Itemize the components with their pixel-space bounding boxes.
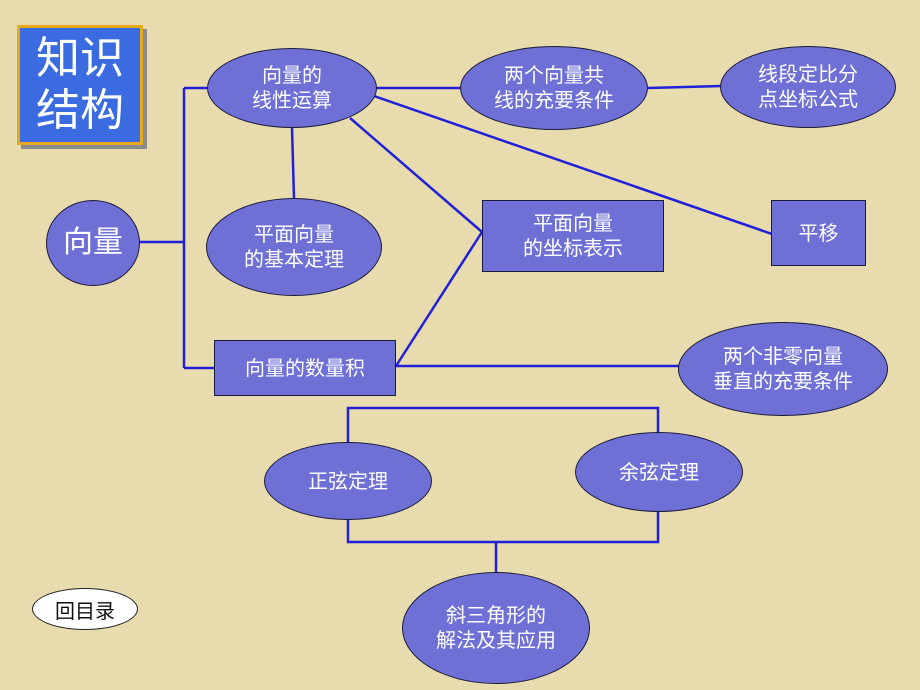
- node-law-of-cosines: 余弦定理: [575, 432, 743, 512]
- node-linear-operations: 向量的 线性运算: [207, 48, 377, 128]
- node-translation: 平移: [771, 200, 866, 266]
- node-perpendicular-condition: 两个非零向量 垂直的充要条件: [678, 322, 888, 416]
- node-basic-theorem: 平面向量 的基本定理: [206, 198, 382, 296]
- node-law-of-sines: 正弦定理: [264, 442, 432, 520]
- node-section-formula: 线段定比分 点坐标公式: [720, 46, 896, 128]
- node-coordinate-representation: 平面向量 的坐标表示: [482, 200, 664, 272]
- link-shuliangji-zuobiao: [394, 231, 484, 367]
- link-sine-cosine-top: [346, 406, 660, 444]
- node-oblique-triangle: 斜三角形的 解法及其应用: [402, 572, 590, 684]
- node-collinear-condition: 两个向量共 线的充要条件: [460, 46, 648, 130]
- back-to-contents-button[interactable]: 回目录: [32, 588, 138, 630]
- node-xiangliang: 向量: [46, 200, 140, 286]
- link-xianxing-jiben: [290, 127, 296, 199]
- link-xianxing-zuobiao: [349, 117, 483, 233]
- link-sine-cosine-bottom: [346, 512, 660, 544]
- node-dot-product: 向量的数量积: [214, 340, 396, 396]
- link-xianxing-pingyi: [373, 94, 773, 236]
- link-gongxian-xianduan: [647, 84, 723, 90]
- section-title: 知识 结构: [17, 25, 143, 145]
